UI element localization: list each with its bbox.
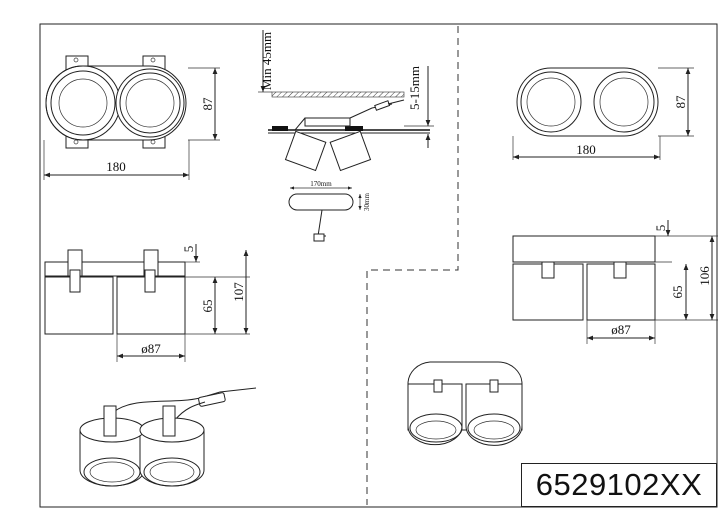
recessed-flange-label: 5 [181, 246, 196, 253]
ceiling-slab [271, 91, 405, 98]
ceiling-min-label: Min 45mm [259, 32, 274, 90]
surface-top-width-label: 180 [576, 142, 596, 157]
surface-flange-label: 5 [653, 225, 668, 232]
sheet-border [39, 23, 718, 508]
surface-top-height-label: 87 [673, 95, 688, 109]
driver-unit: 170mm 30mm [288, 180, 371, 242]
surface-diameter-label: ø87 [611, 322, 631, 337]
section-divider [366, 26, 459, 505]
model-number-box: 6529102XX [521, 463, 717, 507]
recessed-top-height-label: 87 [200, 97, 215, 111]
surface-top-view: 180 87 [512, 67, 694, 160]
surface-total-label: 106 [697, 266, 712, 286]
recessed-top-view: 180 87 [43, 55, 220, 180]
driver-length-label: 170mm [310, 180, 332, 188]
driver-height-label: 30mm [363, 193, 371, 211]
recessed-diameter-label: ø87 [141, 341, 161, 356]
surface-body-label: 65 [670, 286, 685, 299]
recessed-side-view: 5 65 107 ø87 [44, 244, 250, 362]
surface-isometric-view [407, 361, 523, 446]
model-number: 6529102XX [535, 467, 703, 502]
recessed-top-width-label: 180 [106, 159, 126, 174]
surface-side-view: 5 65 106 ø87 [512, 220, 718, 344]
recessed-isometric-view [79, 387, 257, 487]
panel-thickness-label: 5-15mm [407, 66, 422, 110]
recessed-install-detail: Min 45mm 5-15mm [258, 30, 434, 172]
recessed-body-label: 65 [200, 300, 215, 313]
recessed-total-label: 107 [231, 282, 246, 302]
